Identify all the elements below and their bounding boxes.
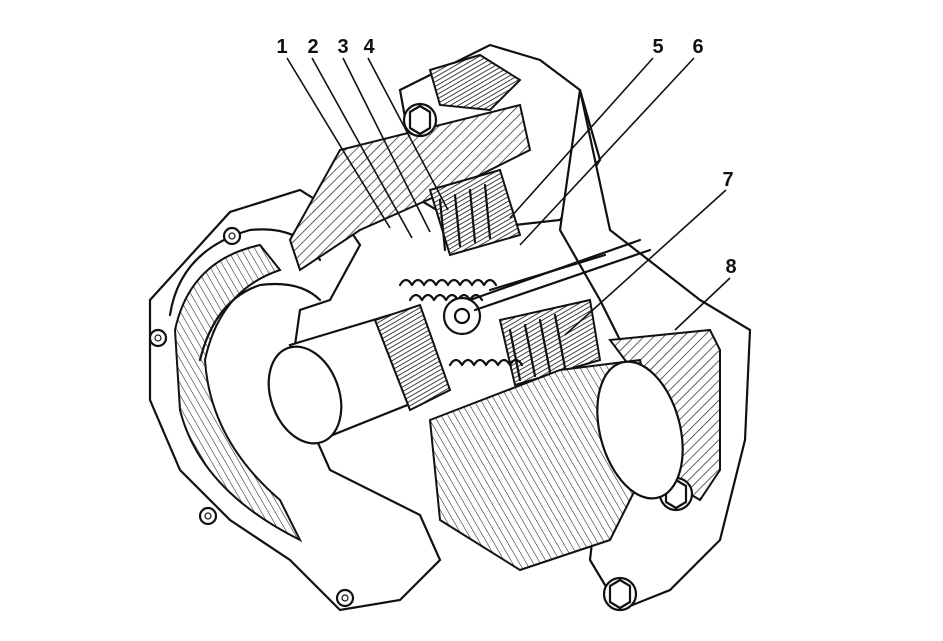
leader-1 <box>286 57 391 229</box>
callout-2: 2 <box>307 36 318 58</box>
leader-2 <box>311 57 413 239</box>
flange-bolt-hole-bottom-left <box>198 506 218 526</box>
top-bolt-head <box>402 102 438 138</box>
callout-7: 7 <box>722 169 733 191</box>
leader-7 <box>564 189 727 336</box>
bottom-bolt-head <box>602 576 638 612</box>
leader-6 <box>519 57 695 246</box>
flange-bolt-hole-bottom <box>335 588 355 608</box>
callout-5: 5 <box>652 36 663 58</box>
output-shaft <box>267 303 452 445</box>
leader-lines <box>286 57 731 336</box>
callout-4: 4 <box>363 36 375 58</box>
center-hub <box>442 296 482 336</box>
leader-4 <box>367 57 449 211</box>
callout-8: 8 <box>725 256 736 278</box>
callout-6: 6 <box>692 36 703 58</box>
connecting-rods <box>468 238 652 312</box>
flange-bolt-hole-left <box>148 328 168 348</box>
leader-3 <box>342 57 431 233</box>
leader-5 <box>509 57 654 219</box>
callout-1: 1 <box>276 36 287 58</box>
flange-bolt-hole-top <box>222 226 242 246</box>
callout-3: 3 <box>337 36 348 58</box>
spring-row-lower <box>448 358 524 367</box>
clutch-plate-stack-upper <box>428 168 522 257</box>
drum-body <box>428 358 684 572</box>
leader-8 <box>674 277 731 331</box>
